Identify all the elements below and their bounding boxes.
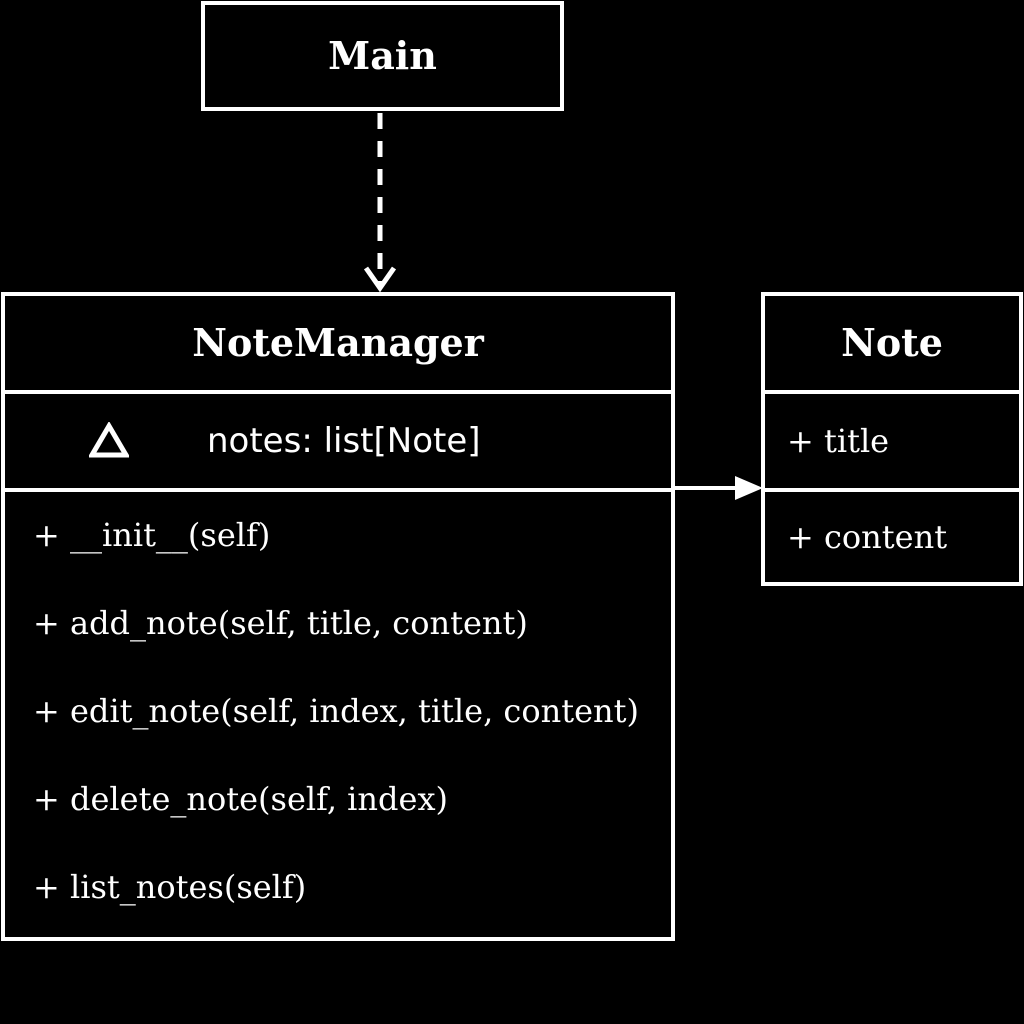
note-header: Note: [765, 296, 1019, 390]
method-add-note: + add_note(self, title, content): [33, 604, 528, 642]
method-list-notes: + list_notes(self): [33, 868, 307, 906]
note-field-content: + content: [787, 518, 948, 556]
main-class-box: Main: [201, 1, 564, 111]
notemanager-methods: + __init__(self) + add_note(self, title,…: [5, 492, 671, 937]
notemanager-class-box: NoteManager notes: list[Note] + __init__…: [1, 292, 675, 941]
method-delete-note: + delete_note(self, index): [33, 780, 448, 818]
note-class-box: Note + title + content: [761, 292, 1023, 586]
note-class-title: Note: [841, 320, 943, 365]
notes-attribute: notes: list[Note]: [207, 421, 481, 461]
note-field-title: + title: [787, 422, 890, 460]
note-divider-1: [765, 390, 1019, 394]
notemanager-divider-1: [5, 390, 671, 394]
note-divider-2: [765, 488, 1019, 492]
dependency-arrowhead: [363, 266, 397, 293]
notemanager-divider-2: [5, 488, 671, 492]
notemanager-header: NoteManager: [5, 296, 671, 390]
association-arrowhead: [735, 476, 763, 500]
protected-triangle-icon: [89, 422, 129, 458]
notemanager-attributes: notes: list[Note]: [5, 394, 671, 488]
method-edit-note: + edit_note(self, index, title, content): [33, 692, 639, 730]
notemanager-class-title: NoteManager: [192, 320, 484, 365]
method-init: + __init__(self): [33, 516, 271, 554]
main-class-title: Main: [328, 33, 437, 78]
